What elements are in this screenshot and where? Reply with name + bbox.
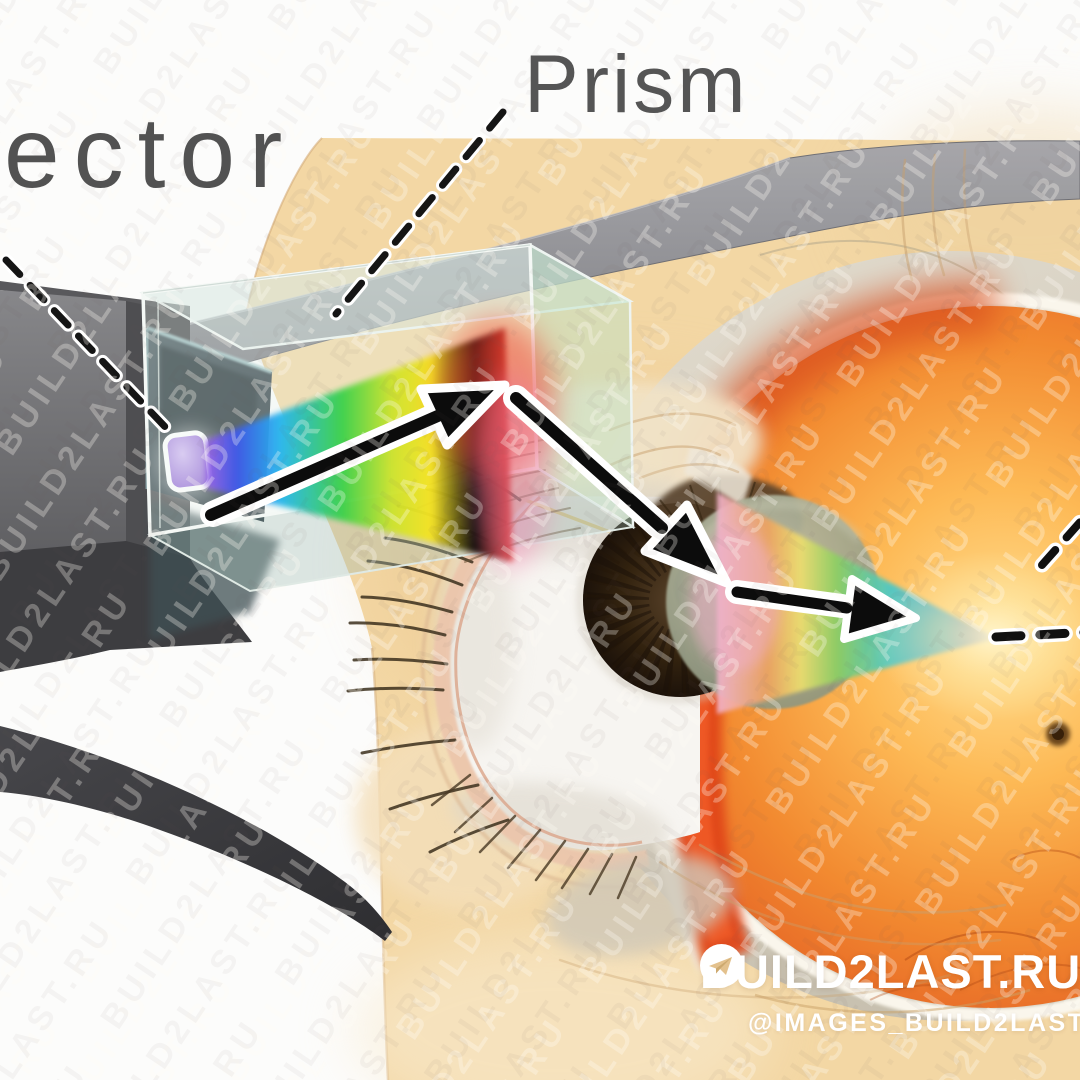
prism-label-leader (329, 105, 510, 321)
cornea-sliver (684, 446, 752, 508)
projector-front-face (0, 290, 126, 556)
skin-creases (558, 148, 1007, 999)
projector-label: ector (4, 97, 297, 209)
focal-dashed-line-horizontal (988, 624, 1080, 645)
prism-label: Prism (524, 39, 749, 130)
glasses-frame-swoosh (0, 726, 392, 941)
focal-dashed-line-diagonal (1034, 510, 1080, 573)
prism-glass (139, 242, 636, 593)
light-path-arrow-3 (725, 575, 920, 643)
projector-label-leader (0, 253, 177, 439)
light-path-arrow-2 (503, 385, 732, 588)
retina-spot (1046, 722, 1070, 746)
light-path-arrow-1 (200, 380, 510, 527)
lower-eyelashes (430, 773, 638, 900)
retina-veins (869, 849, 1080, 1001)
focal-point-glow (872, 551, 1080, 721)
